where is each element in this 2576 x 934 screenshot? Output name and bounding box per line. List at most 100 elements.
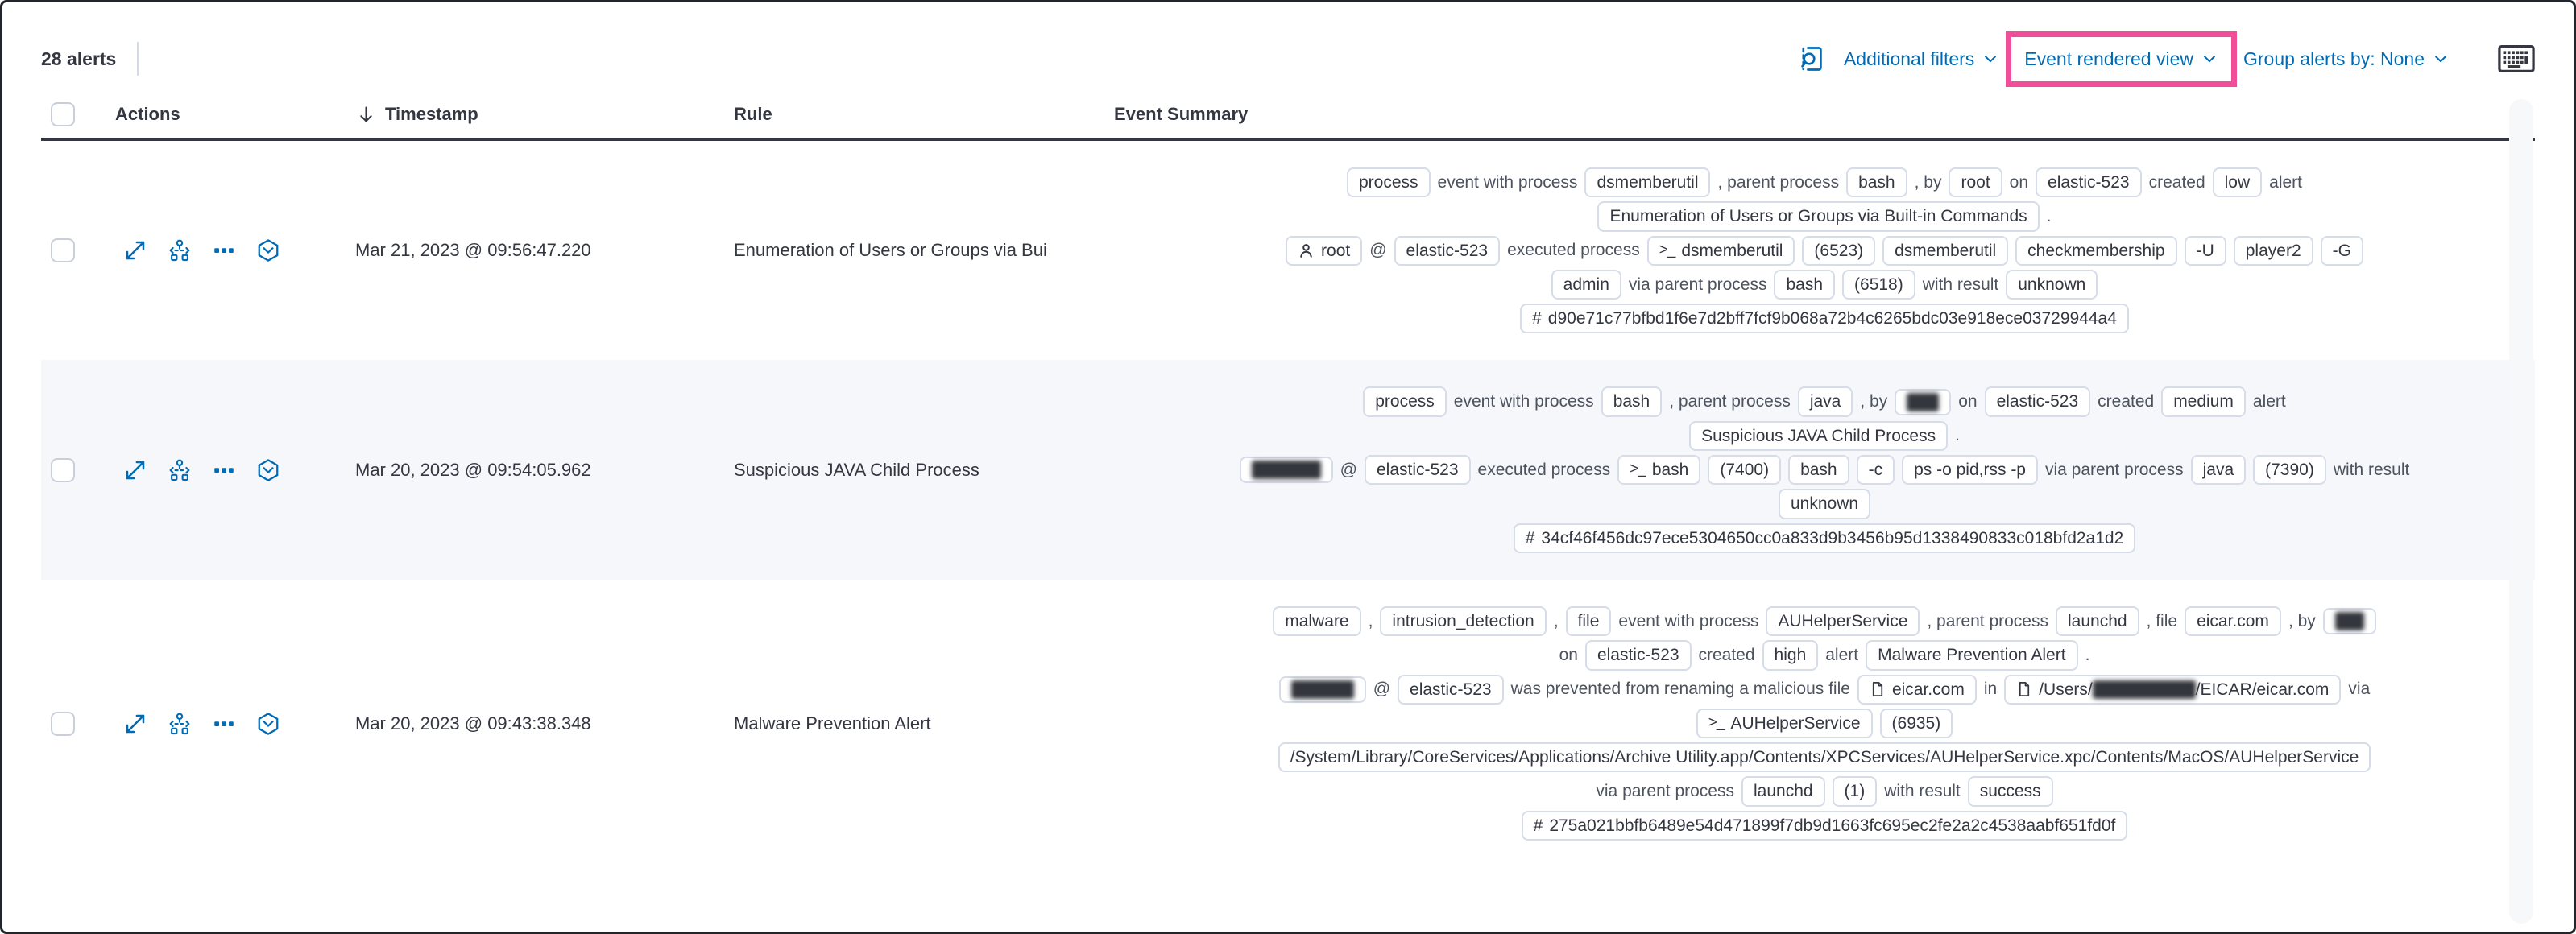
header-timestamp[interactable]: Timestamp	[355, 104, 734, 126]
badge-text: java	[1809, 392, 1841, 411]
expand-alert-icon[interactable]	[123, 238, 147, 262]
summary-badge: high	[1762, 640, 1819, 671]
summary-badge: Malware Prevention Alert	[1866, 640, 2078, 671]
inspect-icon	[1801, 47, 1822, 71]
badge-text: AUHelperService	[1778, 611, 1908, 630]
expand-alert-icon[interactable]	[123, 458, 147, 482]
badge-text: player2	[2245, 241, 2301, 260]
investigate-in-timeline-icon[interactable]	[256, 238, 280, 262]
scrollbar-track[interactable]	[2509, 99, 2533, 924]
summary-badge: elastic-523	[1394, 235, 1501, 266]
summary-connector-text: alert	[1825, 645, 1859, 664]
more-actions-icon[interactable]	[212, 712, 236, 736]
alerts-count: 28 alerts	[41, 48, 117, 69]
row-checkbox[interactable]	[51, 238, 75, 263]
summary-connector-text: event with process	[1453, 392, 1594, 411]
badge-text: process	[1375, 392, 1435, 411]
redacted-text	[1290, 680, 1354, 699]
summary-connector-text: , parent process	[1717, 172, 1840, 192]
group-alerts-by-button[interactable]: Group alerts by: None	[2243, 48, 2450, 70]
summary-connector-text: , by	[2288, 611, 2316, 630]
badge-text: java	[2202, 461, 2234, 480]
header-rule: Rule	[734, 104, 772, 124]
alerts-toolbar: 28 alerts Additional filters	[41, 27, 2535, 91]
summary-connector-text: @	[1340, 460, 1357, 479]
analyze-event-icon[interactable]	[168, 712, 192, 736]
badge-text: medium	[2173, 392, 2234, 411]
summary-connector-text: created	[1698, 645, 1755, 664]
summary-badge	[1895, 388, 1952, 415]
badge-text: bash	[1786, 275, 1824, 294]
summary-connector-text: was prevented from renaming a malicious …	[1510, 680, 1850, 699]
keyboard-shortcuts-button[interactable]	[2498, 44, 2535, 73]
inspect-button[interactable]	[1797, 44, 1826, 73]
summary-connector-text: via parent process	[2045, 460, 2184, 479]
summary-badge: launchd	[2055, 605, 2139, 637]
summary-badge: malware	[1273, 605, 1361, 637]
summary-badge: dsmemberutil	[1882, 235, 2009, 266]
badge-text: bash	[1613, 392, 1650, 411]
badge-text: eicar.com	[1891, 680, 1965, 699]
summary-badge: elastic-523	[2036, 167, 2142, 198]
badge-text: launchd	[1753, 782, 1813, 801]
investigate-in-timeline-icon[interactable]	[256, 712, 280, 736]
row-checkbox-cell	[41, 711, 115, 736]
rule-name: Suspicious JAVA Child Process	[734, 459, 979, 480]
summary-badge: unknown	[2006, 269, 2098, 300]
summary-badge: launchd	[1741, 776, 1825, 807]
badge-text: /System/Library/CoreServices/Application…	[1290, 748, 2359, 767]
more-actions-icon[interactable]	[212, 458, 236, 482]
summary-badge: -c	[1856, 455, 1895, 486]
summary-badge: file	[1565, 605, 1612, 637]
select-all-checkbox[interactable]	[51, 102, 75, 126]
badge-text: 34cf46f456dc97ece5304650cc0a833d9b3456b9…	[1541, 528, 2124, 548]
summary-connector-text: alert	[2269, 172, 2303, 192]
summary-connector-text: , file	[2146, 611, 2178, 630]
row-checkbox[interactable]	[51, 457, 75, 482]
summary-connector-text: ,	[1368, 611, 1373, 630]
summary-connector-text: , parent process	[1669, 392, 1791, 411]
badge-text: unknown	[1790, 494, 1859, 514]
redacted-text	[2092, 680, 2196, 699]
summary-badge: bash	[1774, 269, 1836, 300]
more-actions-icon[interactable]	[212, 238, 236, 262]
summary-badge: (6935)	[1879, 708, 1953, 739]
analyze-event-icon[interactable]	[168, 238, 192, 262]
summary-badge: java	[2190, 455, 2247, 486]
badge-text: high	[1774, 646, 1807, 665]
summary-badge: elastic-523	[1584, 640, 1692, 671]
badge-text: -c	[1868, 461, 1883, 480]
summary-badge: admin	[1551, 269, 1621, 300]
summary-badge	[1278, 676, 1366, 703]
summary-badge: -U	[2184, 235, 2226, 266]
summary-badge: low	[2212, 167, 2263, 198]
badge-text: (6523)	[1814, 241, 1864, 260]
summary-badge: process	[1363, 386, 1447, 417]
investigate-in-timeline-icon[interactable]	[256, 458, 280, 482]
summary-connector-text: on	[1559, 645, 1578, 664]
summary-connector-text: .	[2046, 206, 2052, 225]
additional-filters-button[interactable]: Additional filters	[1844, 48, 1999, 70]
badge-text: bash	[1800, 461, 1837, 480]
chevron-down-icon	[2204, 56, 2215, 63]
expand-alert-icon[interactable]	[123, 712, 147, 736]
group-alerts-by-label: Group alerts by: None	[2243, 48, 2425, 69]
summary-connector-text: created	[2148, 172, 2205, 192]
hash-symbol: #	[1525, 528, 1535, 548]
badge-text: -U	[2196, 241, 2214, 260]
analyze-event-icon[interactable]	[168, 458, 192, 482]
summary-badge: (7400)	[1708, 455, 1782, 486]
table-header-row: Actions Timestamp Rule Event Summary	[41, 91, 2535, 141]
badge-text: (7390)	[2265, 461, 2314, 480]
header-actions: Actions	[115, 104, 180, 124]
badge-text: -G	[2332, 241, 2351, 260]
badge-text: elastic-523	[1376, 461, 1459, 480]
view-selector-button[interactable]: Event rendered view	[2024, 48, 2218, 70]
console-prompt-icon: >_	[1630, 461, 1646, 478]
row-checkbox[interactable]	[51, 711, 75, 736]
